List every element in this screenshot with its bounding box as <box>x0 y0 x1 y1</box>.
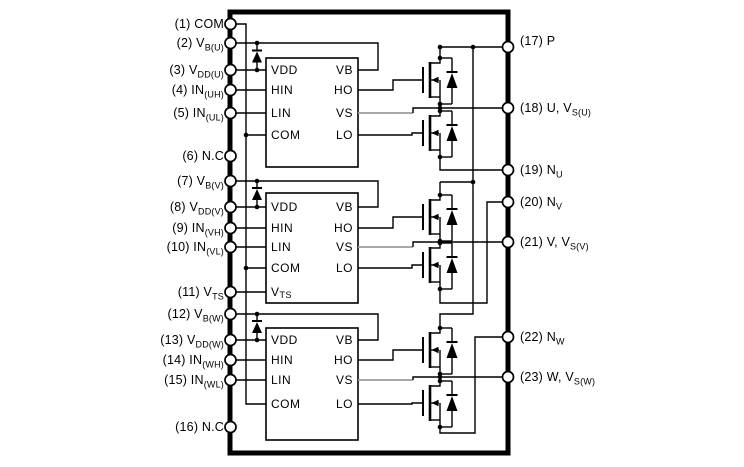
pin-terminal <box>224 174 237 188</box>
block3-port-lin: LIN <box>271 373 291 387</box>
pin-terminal <box>224 221 237 235</box>
pin-label-12: (12) VB(W) <box>167 307 224 324</box>
block2-port-ho: HO <box>334 221 353 235</box>
pin-terminal <box>224 17 237 31</box>
block2-port-lo: LO <box>336 261 353 275</box>
block1-port-vs: VS <box>336 106 353 120</box>
pin-label-9: (9) IN(VH) <box>172 221 224 238</box>
junction-dot <box>437 44 443 50</box>
block1-port-lin: LIN <box>271 106 291 120</box>
pin-label-3: (3) VDD(U) <box>169 63 224 80</box>
pin-label-13: (13) VDD(W) <box>160 333 224 350</box>
pin-label-18: (18) U, VS(U) <box>520 101 591 118</box>
block3-port-ho: HO <box>334 353 353 367</box>
block3-port-hin: HIN <box>271 353 293 367</box>
block3-port-vdd: VDD <box>271 333 298 347</box>
pin-terminal <box>224 333 237 347</box>
junction-dot <box>437 378 443 384</box>
junction-dot <box>437 286 443 292</box>
pin-terminal <box>224 63 237 77</box>
block3-port-com: COM <box>271 397 301 411</box>
junction-dot <box>437 154 443 160</box>
junction-dot <box>243 132 249 138</box>
block2-port-lin: LIN <box>271 240 291 254</box>
gate-driver-block <box>265 192 359 304</box>
pin-label-10: (10) IN(VL) <box>167 240 224 257</box>
junction-dot <box>437 424 443 430</box>
block2-port-vb: VB <box>336 200 353 214</box>
junction-dot <box>437 371 443 377</box>
wires-and-symbols <box>224 9 515 456</box>
pin-terminal <box>224 200 237 214</box>
block3-port-vs: VS <box>336 373 353 387</box>
pin-label-4: (4) IN(UH) <box>172 83 224 100</box>
junction-dot <box>437 101 443 107</box>
pin-terminal <box>501 235 515 249</box>
junction-dot <box>437 192 443 198</box>
pin-label-6: (6) N.C <box>182 149 224 163</box>
pin-terminal <box>501 40 515 54</box>
pin-terminal <box>224 240 237 254</box>
pin-label-20: (20) NV <box>520 195 562 212</box>
block3-port-vb: VB <box>336 333 353 347</box>
pin-terminal <box>224 36 237 50</box>
pin-terminal <box>501 370 515 384</box>
junction-dot <box>437 108 443 114</box>
pin-terminal <box>224 307 237 321</box>
pin-label-2: (2) VB(U) <box>177 36 224 53</box>
pin-terminal <box>501 101 515 115</box>
pin-terminal <box>501 163 515 177</box>
block1-port-vb: VB <box>336 63 353 77</box>
pin-terminal <box>224 285 237 299</box>
pin-terminal <box>501 195 515 209</box>
pin-label-17: (17) P <box>520 34 555 48</box>
junction-dot <box>437 325 443 331</box>
pin-label-21: (21) V, VS(V) <box>520 235 589 252</box>
pin-label-16: (16) N.C <box>175 420 224 434</box>
junction-dot <box>437 55 443 61</box>
junction-dot <box>243 265 249 271</box>
pin-label-5: (5) IN(UL) <box>173 106 224 123</box>
junction-dot <box>470 179 476 185</box>
block2-port-vdd: VDD <box>271 200 298 214</box>
block1-port-hin: HIN <box>271 83 293 97</box>
block1-port-com: COM <box>271 128 301 142</box>
block2-port-vts: VTS <box>271 285 292 300</box>
pin-terminal <box>224 149 237 163</box>
junction-dot <box>437 240 443 246</box>
labels: (1) COM (2) VB(U) (3) VDD(U) (4) IN(UH) … <box>160 17 595 434</box>
pin-terminal <box>224 420 237 434</box>
pin-label-8: (8) VDD(V) <box>170 200 224 217</box>
block2-port-com: COM <box>271 261 301 275</box>
pin-label-23: (23) W, VS(W) <box>520 370 595 387</box>
block1-port-ho: HO <box>334 83 353 97</box>
pin-label-19: (19) NU <box>520 163 563 180</box>
pin-label-1: (1) COM <box>175 17 224 31</box>
pin-label-11: (11) VTS <box>178 285 224 302</box>
pin-label-7: (7) VB(V) <box>177 174 224 191</box>
pin-label-22: (22) NW <box>520 330 565 347</box>
gate-driver-block <box>265 327 359 441</box>
block2-port-vs: VS <box>336 240 353 254</box>
block1-port-lo: LO <box>336 128 353 142</box>
pin-terminal <box>224 353 237 367</box>
block1-port-vdd: VDD <box>271 63 298 77</box>
pin-terminal <box>224 373 237 387</box>
block3-port-lo: LO <box>336 397 353 411</box>
pin-terminal <box>224 83 237 97</box>
pin-label-14: (14) IN(WH) <box>163 353 224 370</box>
pin-terminal <box>224 106 237 120</box>
block2-port-hin: HIN <box>271 221 293 235</box>
pin-terminal <box>501 330 515 344</box>
pin-label-15: (15) IN(WL) <box>164 373 224 390</box>
